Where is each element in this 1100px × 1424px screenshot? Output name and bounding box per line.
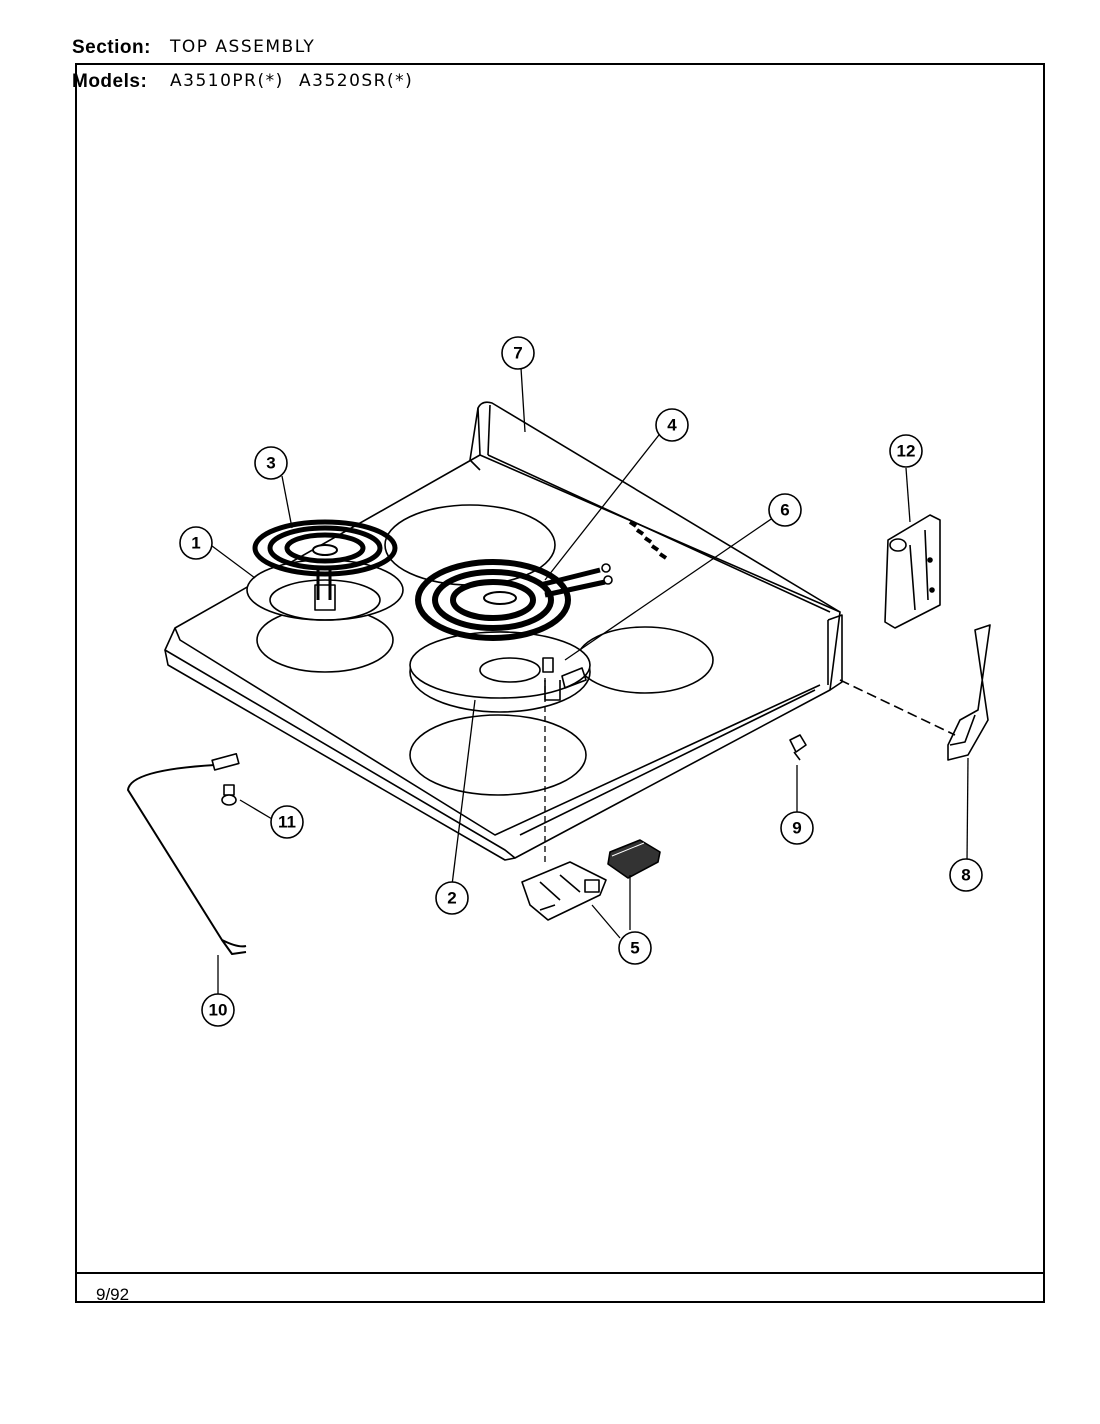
- side-trim: [947, 624, 991, 761]
- callout-10: 10: [201, 993, 235, 1027]
- callout-8: 8: [949, 858, 983, 892]
- callout-1-label: 1: [191, 534, 200, 553]
- section-label: Section:: [72, 37, 151, 58]
- callout-6-label: 6: [780, 501, 789, 520]
- callout-1: 1: [179, 526, 213, 560]
- vent-slots: [628, 520, 668, 560]
- receptacle-block: [607, 839, 661, 879]
- receptacle: [521, 861, 607, 921]
- diagram-frame: [75, 63, 1045, 1303]
- screw-11: [221, 784, 237, 806]
- callout-5-label: 5: [630, 939, 639, 958]
- element-screw: [542, 657, 587, 689]
- callout-12: 12: [889, 434, 923, 468]
- callout-4-label: 4: [667, 416, 677, 435]
- callout-10-label: 10: [209, 1001, 228, 1020]
- footer-divider: [75, 1272, 1045, 1274]
- coil-element-small: [252, 519, 398, 600]
- support-rod: [127, 753, 247, 955]
- callout-8-label: 8: [961, 866, 970, 885]
- leader-lines: [207, 367, 969, 995]
- alignment-line: [839, 679, 956, 736]
- callout-9-label: 9: [792, 819, 801, 838]
- bumper: [789, 734, 807, 761]
- callout-6: 6: [768, 493, 802, 527]
- callout-4: 4: [655, 408, 689, 442]
- callout-2: 2: [435, 881, 469, 915]
- callout-7-label: 7: [513, 344, 522, 363]
- callout-7: 7: [501, 336, 535, 370]
- callout-11: 11: [270, 805, 304, 839]
- hinge-bracket: [884, 514, 941, 629]
- callout-5: 5: [618, 931, 652, 965]
- callout-markers: 1 2 3 4 5 6 7 8: [179, 336, 983, 1027]
- footer-date: 9/92: [96, 1285, 130, 1304]
- coil-element-large: [415, 559, 613, 641]
- model-a3510pr: A3510PR(*): [170, 71, 284, 91]
- section-value: TOP ASSEMBLY: [170, 37, 316, 57]
- callout-9: 9: [780, 811, 814, 845]
- models-label: Models:: [72, 71, 148, 92]
- callout-3: 3: [254, 446, 288, 480]
- callout-11-label: 11: [278, 813, 296, 832]
- callout-12-label: 12: [897, 442, 916, 461]
- model-a3520sr: A3520SR(*): [299, 71, 414, 91]
- callout-3-label: 3: [266, 454, 275, 473]
- callout-2-label: 2: [447, 889, 456, 908]
